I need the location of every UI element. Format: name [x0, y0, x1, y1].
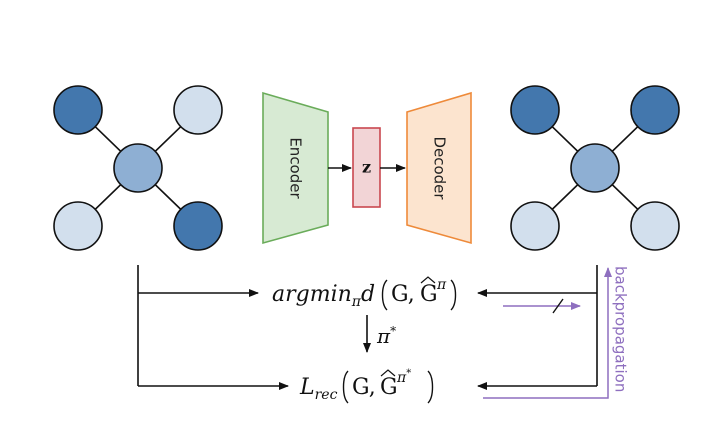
permutation-arrow: π* — [363, 315, 396, 353]
decoder-trapezoid — [406, 91, 472, 245]
hat-mark — [420, 276, 436, 284]
backprop-label: backpropagation — [612, 266, 630, 392]
graph-node — [53, 85, 103, 135]
latent-block: z — [352, 127, 381, 208]
graph-node — [630, 201, 680, 251]
pi-star-label: π* — [376, 324, 396, 348]
encoder-label: Encoder — [287, 137, 305, 199]
loss-equation: Lrec G, G π* — [299, 368, 434, 404]
graph-node — [173, 85, 223, 135]
loss-args-Ghat: G — [380, 375, 398, 400]
graph-node — [53, 201, 103, 251]
close-paren — [450, 279, 457, 311]
equation-argmin: argminπd — [272, 282, 375, 310]
input-graph — [53, 85, 223, 251]
close-paren — [427, 370, 434, 404]
graph-node — [510, 85, 560, 135]
right-connector — [477, 265, 598, 390]
decoder-block: Decoder — [406, 91, 472, 245]
backprop-arrow — [483, 267, 612, 399]
loss-label: Lrec — [299, 375, 338, 403]
stop-gradient-mark — [552, 298, 564, 314]
encoder-block: Encoder — [262, 91, 329, 245]
open-paren — [381, 279, 388, 311]
equation-args-G: G, — [391, 282, 415, 307]
equation-args-Ghat: G — [420, 282, 438, 307]
matching-equation: argminπd G, G π — [272, 276, 457, 311]
hat-mark — [380, 369, 396, 377]
latent-label: z — [362, 158, 371, 177]
loss-hat-sup: π* — [396, 368, 411, 386]
graph-node — [173, 201, 223, 251]
backpropagation-path: backpropagation — [483, 266, 630, 399]
decoder-label: Decoder — [431, 136, 449, 200]
output-graph — [510, 85, 680, 251]
encoder-trapezoid — [262, 91, 329, 245]
open-paren — [342, 370, 349, 404]
graph-node-center — [113, 143, 163, 193]
graph-node — [630, 85, 680, 135]
loss-args-G: G, — [352, 375, 376, 400]
graph-node-center — [570, 143, 620, 193]
graph-node — [510, 201, 560, 251]
equation-hat-sup: π — [436, 277, 447, 293]
left-connector — [137, 265, 289, 390]
